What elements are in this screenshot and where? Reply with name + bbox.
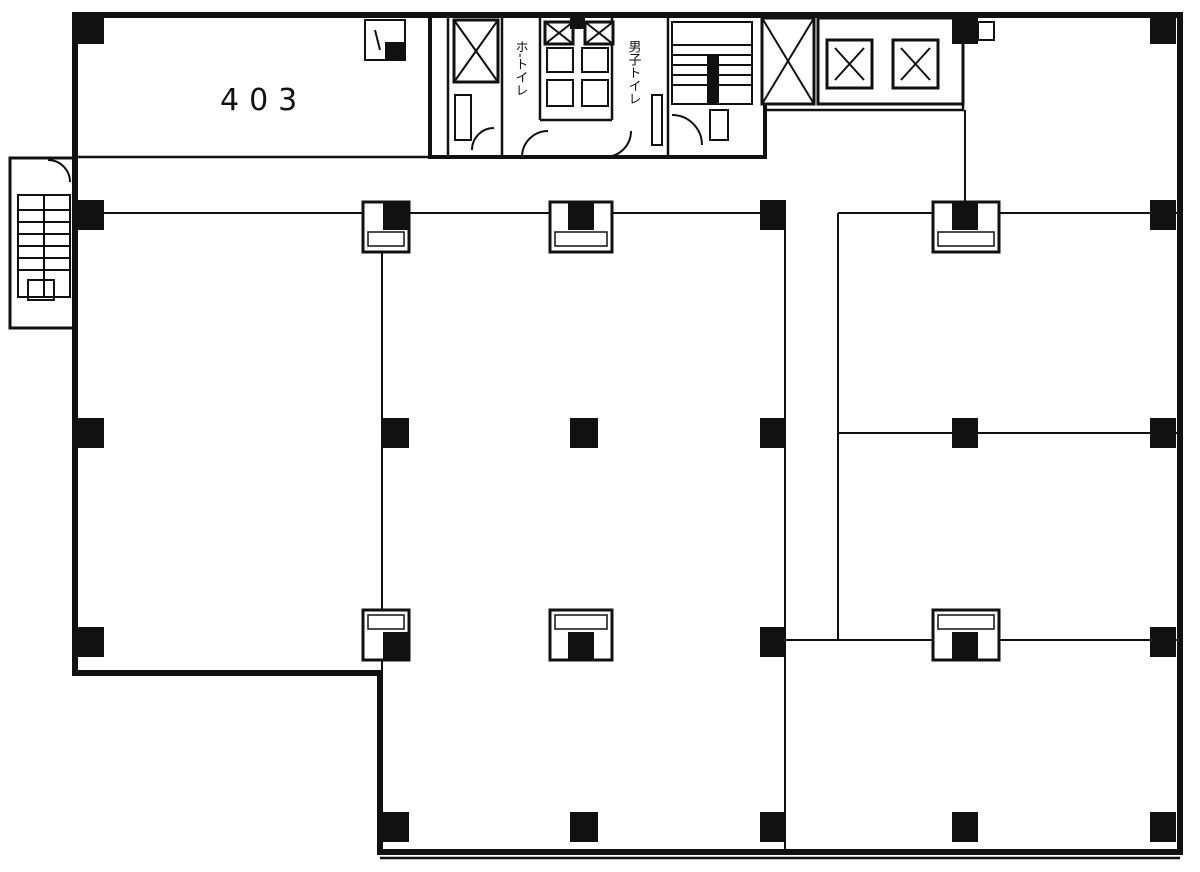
external-staircase — [8, 156, 77, 330]
duct-columns — [361, 200, 1001, 662]
restroom-left-label: ホ-トイレ — [513, 40, 528, 97]
restroom-right-label: 男子トイレ — [626, 40, 642, 105]
partitions — [75, 110, 1180, 852]
columns — [78, 18, 1176, 842]
room-403: 403 — [75, 15, 432, 159]
outer-walls — [72, 12, 1183, 860]
room-403-label: 403 — [220, 83, 307, 118]
core-area: ホ-トイレ 男子トイレ — [428, 13, 995, 159]
